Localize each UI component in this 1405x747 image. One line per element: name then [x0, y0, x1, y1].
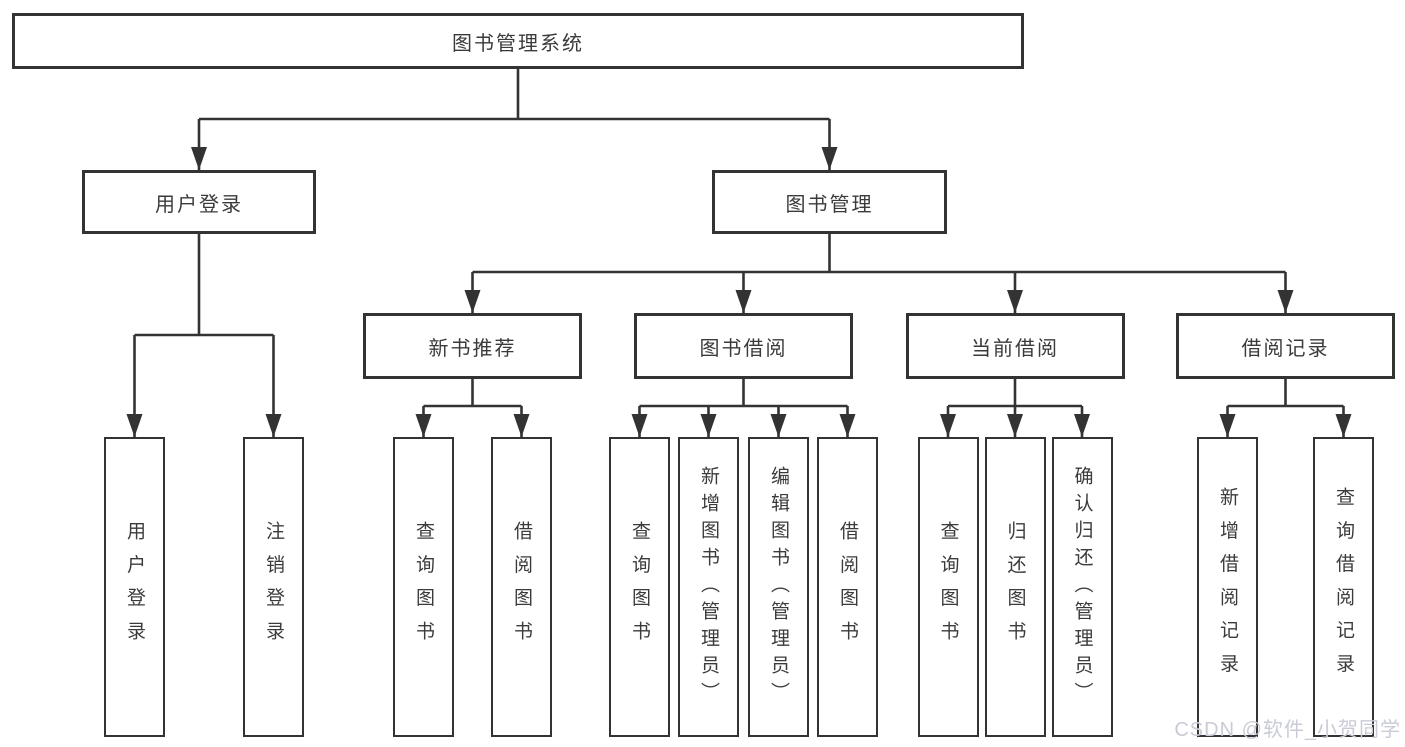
- node-new-book-recommend-label: 新书推荐: [428, 337, 517, 360]
- node-user-login: 用户登录: [82, 170, 316, 234]
- leaf-current-query-books: 查询图书: [917, 437, 979, 737]
- leaf-borrow-query-books: 查询图书: [609, 437, 670, 737]
- leaf-edit-book-admin: 编辑图书（管理员）: [748, 437, 809, 737]
- leaf-add-borrow-record-label: 新增借阅记录: [1217, 487, 1238, 687]
- leaf-newbooks-query-books: 查询图书: [393, 437, 454, 737]
- leaf-borrow-query-books-label: 查询图书: [629, 520, 650, 654]
- leaf-logout: 注销登录: [243, 437, 304, 737]
- leaf-add-borrow-record: 新增借阅记录: [1197, 437, 1258, 737]
- leaf-newbooks-query-books-label: 查询图书: [413, 520, 434, 654]
- node-book-borrow: 图书借阅: [634, 313, 853, 379]
- leaf-edit-book-admin-label: 编辑图书（管理员）: [768, 465, 789, 709]
- node-book-management: 图书管理: [712, 170, 947, 234]
- node-user-login-label: 用户登录: [155, 193, 243, 216]
- leaf-confirm-return-admin: 确认归还（管理员）: [1051, 437, 1113, 737]
- leaf-query-borrow-record-label: 查询借阅记录: [1333, 487, 1354, 687]
- leaf-logout-label: 注销登录: [263, 520, 284, 654]
- leaf-return-book-label: 归还图书: [1004, 520, 1026, 654]
- node-book-management-label: 图书管理: [785, 193, 874, 216]
- leaf-current-query-books-label: 查询图书: [937, 520, 959, 654]
- leaf-newbooks-borrow-books-label: 借阅图书: [511, 520, 532, 654]
- node-root-label: 图书管理系统: [452, 32, 584, 55]
- node-root: 图书管理系统: [12, 13, 1024, 69]
- node-borrow-records: 借阅记录: [1176, 313, 1395, 379]
- leaf-user-login: 用户登录: [104, 437, 165, 737]
- leaf-borrow-borrow-books: 借阅图书: [817, 437, 878, 737]
- node-new-book-recommend: 新书推荐: [363, 313, 582, 379]
- leaf-add-book-admin-label: 新增图书（管理员）: [698, 465, 719, 709]
- leaf-confirm-return-admin-label: 确认归还（管理员）: [1071, 465, 1093, 709]
- leaf-query-borrow-record: 查询借阅记录: [1313, 437, 1374, 737]
- leaf-user-login-label: 用户登录: [124, 520, 145, 654]
- csdn-watermark: CSDN @软件_小贺同学: [1174, 719, 1401, 741]
- node-current-borrow-label: 当前借阅: [971, 337, 1059, 360]
- node-current-borrow: 当前借阅: [905, 313, 1125, 379]
- node-borrow-records-label: 借阅记录: [1241, 337, 1330, 360]
- leaf-borrow-borrow-books-label: 借阅图书: [837, 520, 858, 654]
- node-book-borrow-label: 图书借阅: [699, 337, 788, 360]
- leaf-return-book: 归还图书: [984, 437, 1046, 737]
- leaf-add-book-admin: 新增图书（管理员）: [678, 437, 739, 737]
- leaf-newbooks-borrow-books: 借阅图书: [491, 437, 552, 737]
